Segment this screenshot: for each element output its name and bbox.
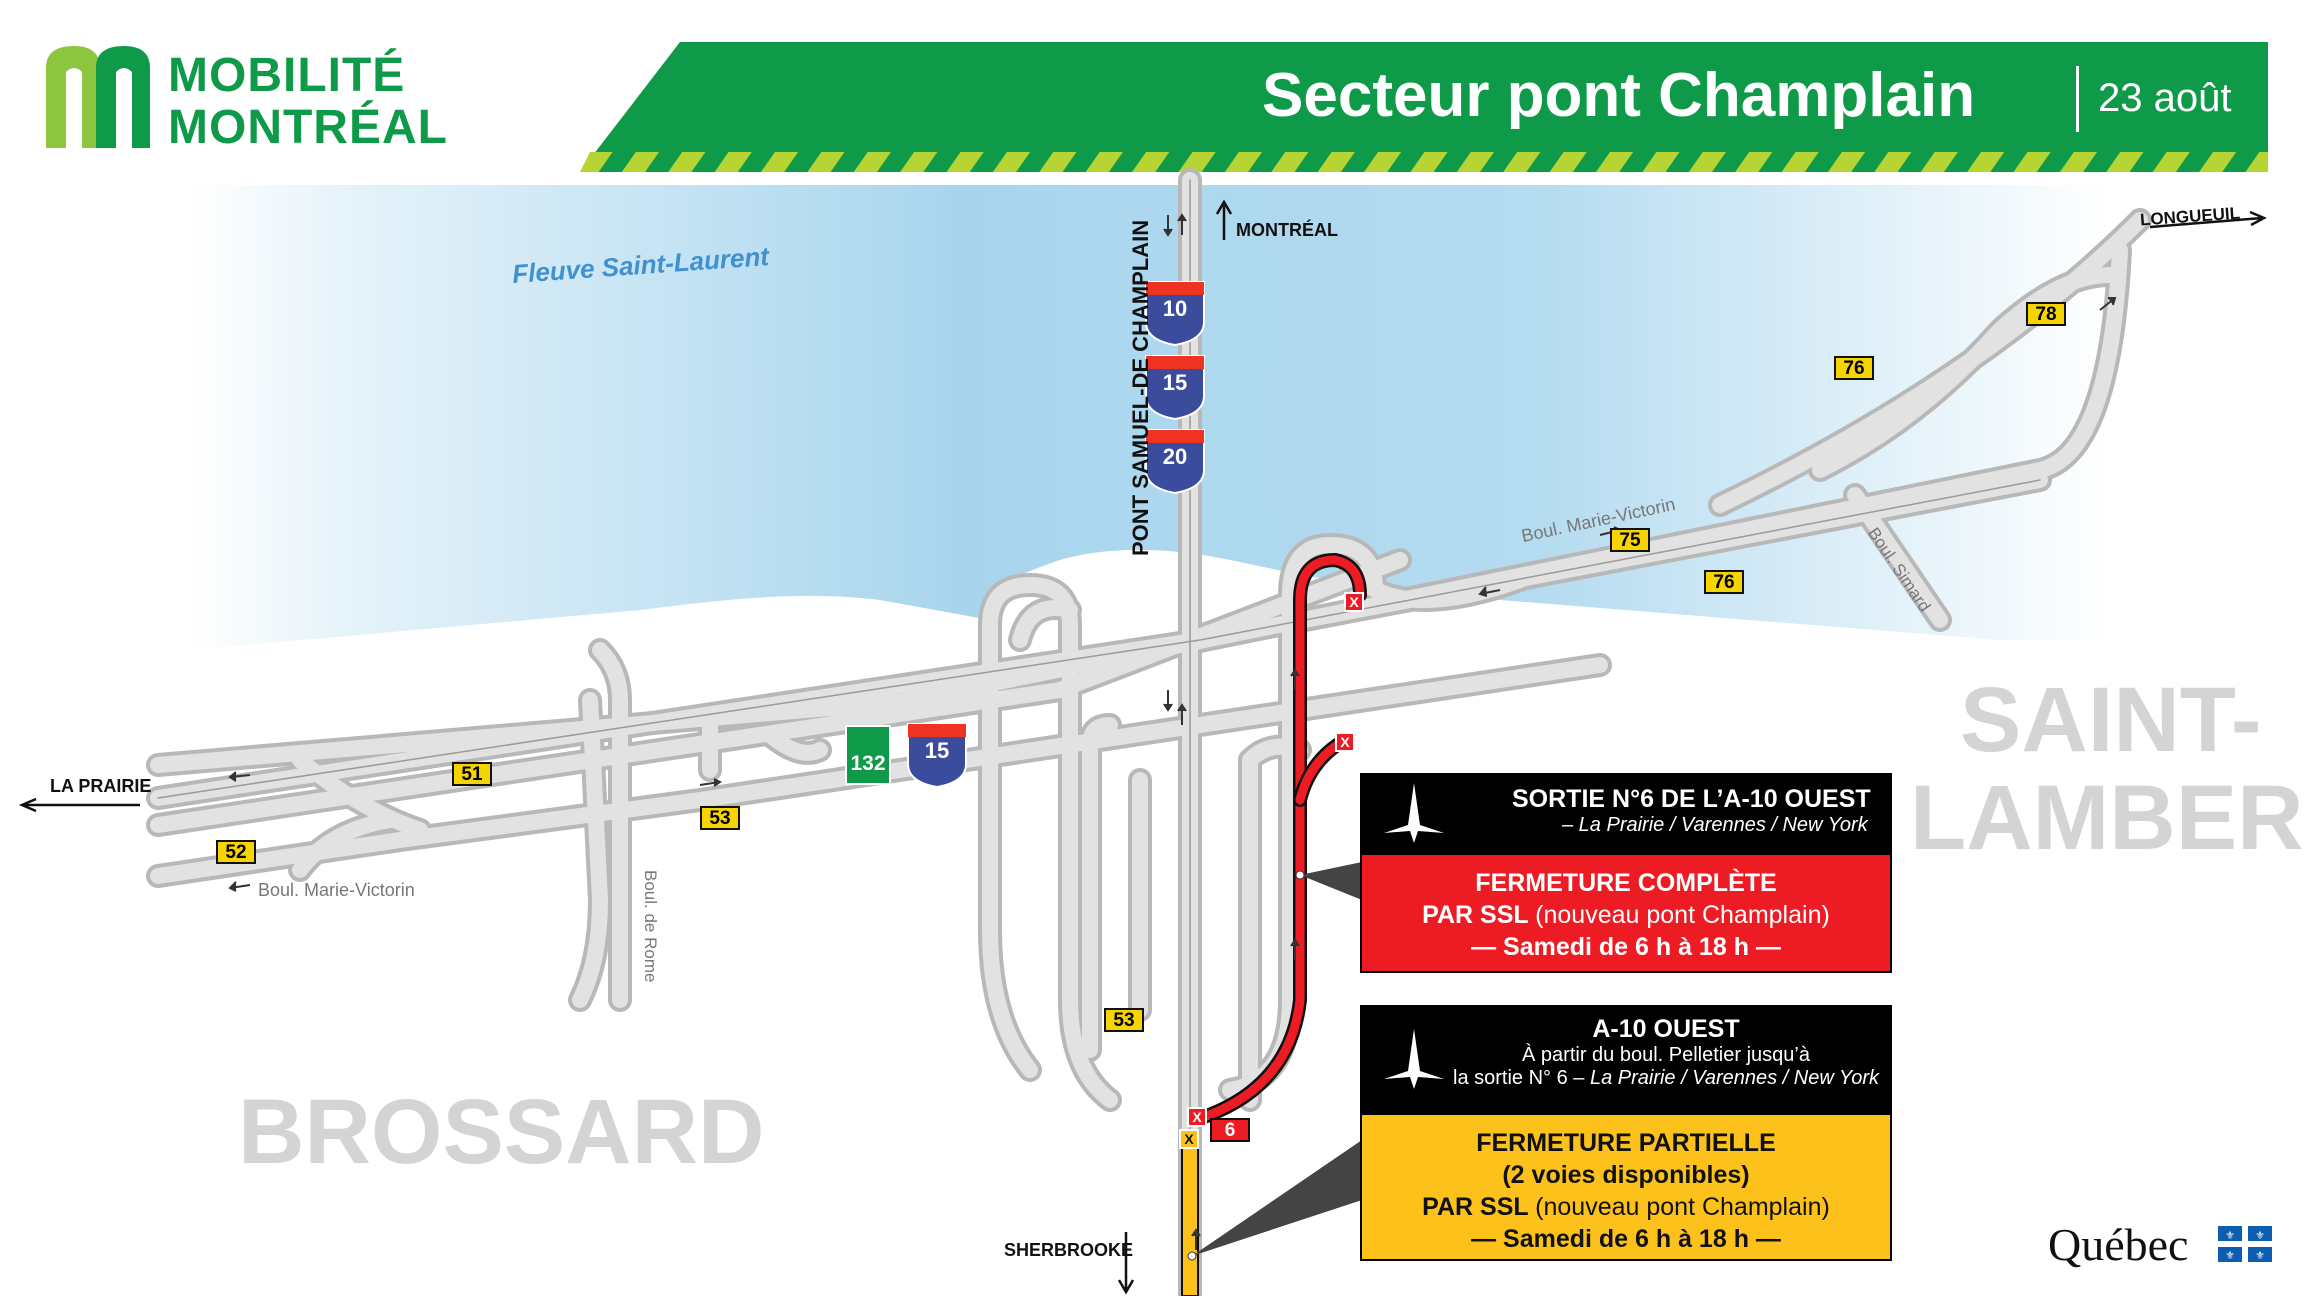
notice-body: FERMETURE PARTIELLE (2 voies disponibles… [1362,1115,1890,1259]
callout-pointer-1 [1300,862,1362,900]
route132-shield-number: 132 [850,752,886,775]
i15-shield [1145,355,1205,421]
city-saint-lambert-1: SAINT- [1960,669,2262,771]
exit-sign: 53 [1104,1008,1144,1032]
i20-shield [1145,429,1205,495]
quebec-flag-icon: ⚜ ⚜ ⚜ ⚜ [2218,1226,2272,1262]
notice-schedule: — Samedi de 6 h à 18 h — [1471,1225,1781,1253]
page-date: 23 août [2098,76,2232,120]
notice-status: FERMETURE COMPLÈTE [1475,869,1777,897]
direction-sherbrooke: SHERBROOKE [1004,1240,1134,1260]
interstate-shields [845,281,1205,789]
notice-lanes: (2 voies disponibles) [1502,1161,1750,1189]
notice-subtitle-1: À partir du boul. Pelletier jusqu’à [1522,1044,1810,1066]
svg-text:⚜: ⚜ [2225,1249,2235,1262]
notice-title: SORTIE N°6 DE L’A-10 OUEST [1512,785,1871,813]
notice-header: A-10 OUEST À partir du boul. Pelletier j… [1362,1007,1890,1115]
svg-text:X: X [1349,594,1359,610]
notice-body: FERMETURE COMPLÈTE PAR SSL (nouveau pont… [1362,855,1890,971]
svg-text:X: X [1184,1131,1194,1147]
exit-sign: 78 [2026,302,2066,326]
street-de-rome: Boul. de Rome [641,870,660,983]
city-saint-lambert-2: LAMBERT [1910,767,2304,869]
notice-schedule: — Samedi de 6 h à 18 h — [1471,933,1781,961]
notice-subtitle: – La Prairie / Varennes / New York [1562,814,1868,836]
exit-sign: 51 [452,762,492,786]
svg-text:⚜: ⚜ [2255,1249,2265,1262]
exit-sign: 75 [1610,528,1650,552]
svg-text:⚜: ⚜ [2225,1229,2235,1242]
callout-pointer-2 [1192,1140,1362,1256]
street-marie-victorin-bottom: Boul. Marie-Victorin [258,880,415,900]
svg-text:X: X [1340,734,1350,750]
i10-shield-number: 10 [1162,296,1188,321]
svg-text:X: X [1192,1109,1202,1125]
notice-line2-bold: PAR SSL [1422,901,1529,929]
exit-sign: 53 [700,806,740,830]
i15-shield-number: 15 [1162,370,1188,395]
exit-sign: 6 [1210,1118,1250,1142]
quebec-logo-text: Québec [2048,1219,2189,1270]
bridge-label: PONT SAMUEL-DE CHAMPLAIN [1128,219,1153,556]
sherbrooke-arrow [1117,1232,1135,1295]
closure-partial-segment [1181,1139,1199,1296]
montreal-arrow [1215,199,1233,240]
direction-montreal: MONTRÉAL [1236,220,1338,240]
longueuil-arrow [2149,210,2267,229]
brand-line-2: MONTRÉAL [168,101,448,154]
notice-subtitle-2: la sortie N° 6 – La Prairie / Varennes /… [1452,1067,1880,1090]
route132-shield [845,725,891,785]
direction-laprairie: LA PRAIRIE [50,776,152,796]
exit-sign: 76 [1704,570,1744,594]
i10-shield [1145,281,1205,347]
page-title: Secteur pont Champlain [1262,61,1976,130]
i15b-shield-number: 15 [924,738,950,763]
exit-sign: 76 [1834,356,1874,380]
notice-title: A-10 OUEST [1592,1015,1740,1043]
title-divider [2076,66,2079,132]
i20-shield-number: 20 [1162,444,1188,469]
header-banner [580,42,2268,172]
notice-line3-rest: (nouveau pont Champlain) [1535,1193,1830,1221]
notice-status: FERMETURE PARTIELLE [1476,1129,1776,1157]
notice-line3-bold: PAR SSL [1422,1193,1529,1221]
notice-box-a10: A-10 OUEST À partir du boul. Pelletier j… [1360,1005,1892,1261]
city-brossard: BROSSARD [238,1081,765,1183]
notice-subtitle-2-plain: la sortie N° 6 – [1453,1067,1585,1089]
notice-subtitle-2-italic: La Prairie / Varennes / New York [1589,1067,1879,1089]
traffic-arrows [228,213,2117,1250]
notice-line2: PAR SSL (nouveau pont Champlain) [1362,899,1890,931]
laprairie-arrow [18,797,140,813]
highway-icon [1382,781,1446,845]
brand-line-1: MOBILITÉ [168,49,406,102]
exit-sign: 52 [216,840,256,864]
mobilite-montreal-logo [46,46,150,148]
i15b-shield [907,723,967,789]
notice-header: SORTIE N°6 DE L’A-10 OUEST – La Prairie … [1362,775,1890,855]
notice-box-exit6: SORTIE N°6 DE L’A-10 OUEST – La Prairie … [1360,773,1892,973]
notice-line2-rest: (nouveau pont Champlain) [1535,901,1830,929]
closure-markers: X X X X [1179,592,1364,1149]
svg-text:⚜: ⚜ [2255,1229,2265,1242]
highway-icon [1382,1027,1446,1091]
notice-line3: PAR SSL (nouveau pont Champlain) [1362,1191,1890,1223]
